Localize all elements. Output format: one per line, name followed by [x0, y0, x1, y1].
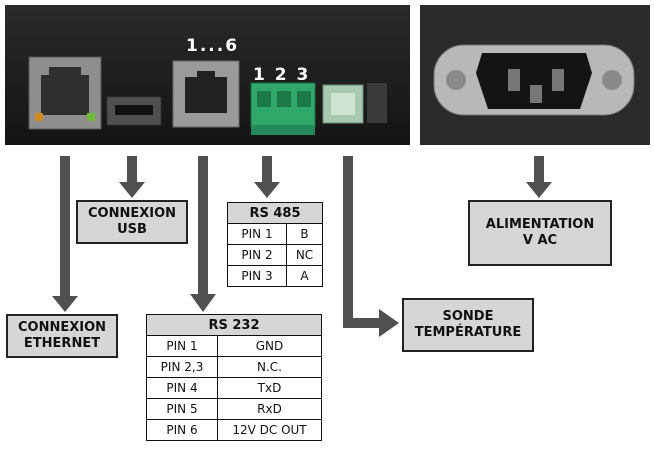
ethernet-arrow	[60, 156, 70, 298]
rs485-title: RS 485	[227, 202, 323, 224]
rs485-arrow	[262, 156, 272, 184]
ethernet-label: CONNEXION ETHERNET	[6, 314, 118, 358]
sensor-arrow	[343, 156, 353, 328]
ethernet-label-line-2: ETHERNET	[23, 336, 101, 351]
table-row: PIN 3 A	[227, 265, 323, 287]
table-row: PIN 4 TxD	[146, 377, 322, 399]
value-cell: GND	[217, 335, 322, 357]
rs485-arrow-head	[254, 182, 280, 198]
value-cell: 12V DC OUT	[217, 419, 322, 441]
table-row: PIN 1 GND	[146, 335, 322, 357]
rs485-terminal	[250, 82, 316, 135]
pin-cell: PIN 2,3	[146, 356, 218, 378]
usb-label-line-1: CONNEXION	[87, 206, 177, 221]
power-arrow	[534, 156, 544, 184]
pin-cell: PIN 6	[146, 419, 218, 441]
device-panel-photo	[5, 5, 410, 145]
value-cell: N.C.	[217, 356, 322, 378]
value-cell: TxD	[217, 377, 322, 399]
sensor-arrow-h	[343, 318, 381, 328]
rs232-pin-table: RS 232 PIN 1 GND PIN 2,3 N.C. PIN 4 TxD …	[146, 314, 322, 441]
table-row: PIN 5 RxD	[146, 398, 322, 420]
usb-port	[106, 96, 162, 126]
usb-label: CONNEXION USB	[76, 200, 188, 244]
table-row: PIN 2 NC	[227, 244, 323, 266]
power-inlet-photo	[420, 5, 650, 145]
terminal-pin-numbers-label: 1 2 3	[253, 65, 311, 85]
pin-cell: PIN 2	[227, 244, 287, 266]
power-inlet	[433, 44, 635, 116]
table-row: PIN 2,3 N.C.	[146, 356, 322, 378]
value-cell: A	[286, 265, 323, 287]
pin-cell: PIN 1	[146, 335, 218, 357]
sensor-connector	[322, 83, 387, 124]
usb-label-line-2: USB	[117, 222, 147, 237]
table-row: PIN 1 B	[227, 223, 323, 245]
power-label-line-2: V AC	[522, 233, 558, 248]
value-cell: B	[286, 223, 323, 245]
ethernet-port	[28, 56, 102, 130]
rj-pin-range-label: 1...6	[186, 36, 240, 56]
rs485-pin-table: RS 485 PIN 1 B PIN 2 NC PIN 3 A	[227, 202, 323, 287]
pin-cell: PIN 5	[146, 398, 218, 420]
sensor-label: SONDE TEMPÉRATURE	[402, 298, 534, 352]
pin-cell: PIN 1	[227, 223, 287, 245]
rs232-title: RS 232	[146, 314, 322, 336]
table-row: PIN 6 12V DC OUT	[146, 419, 322, 441]
sensor-arrow-head	[379, 309, 399, 337]
value-cell: RxD	[217, 398, 322, 420]
pin-cell: PIN 4	[146, 377, 218, 399]
rj-port	[172, 60, 240, 128]
rs232-arrow-head	[190, 294, 216, 312]
pin-cell: PIN 3	[227, 265, 287, 287]
sensor-label-line-1: SONDE	[442, 309, 494, 324]
power-label-line-1: ALIMENTATION	[485, 217, 595, 232]
power-arrow-head	[526, 182, 552, 198]
ethernet-label-line-1: CONNEXION	[17, 320, 107, 335]
usb-arrow-head	[119, 182, 145, 198]
rs232-arrow	[198, 156, 208, 296]
ethernet-arrow-head	[52, 296, 78, 312]
power-label: ALIMENTATION V AC	[468, 200, 612, 266]
value-cell: NC	[286, 244, 323, 266]
usb-arrow	[127, 156, 137, 184]
sensor-label-line-2: TEMPÉRATURE	[414, 325, 522, 340]
